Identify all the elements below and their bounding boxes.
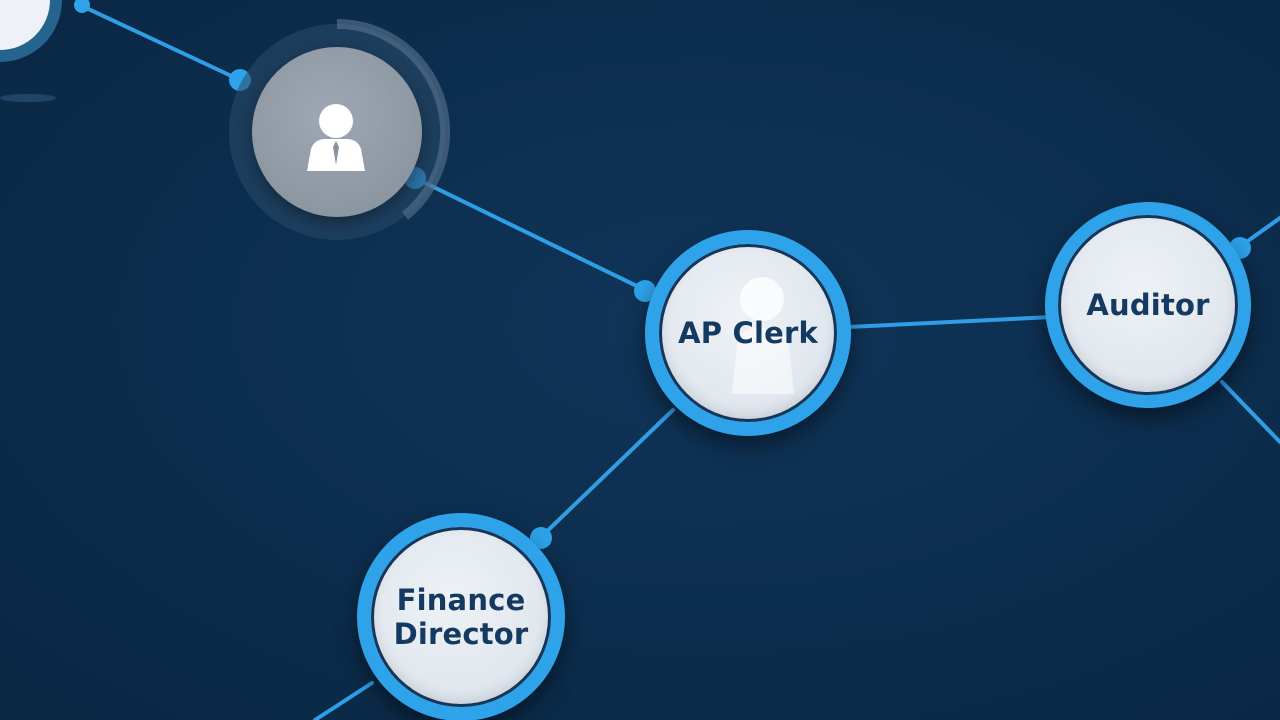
connector-dot bbox=[74, 0, 90, 13]
node-finance-director[interactable]: Finance Director bbox=[357, 513, 565, 720]
link-person-apclerk bbox=[413, 176, 647, 292]
node-ap-clerk[interactable]: AP Clerk bbox=[645, 230, 851, 436]
link-financedirector-offscreen bbox=[313, 681, 374, 720]
link-topleft-person bbox=[80, 4, 242, 82]
person-node[interactable] bbox=[252, 47, 422, 217]
node-label: AP Clerk bbox=[678, 316, 818, 350]
link-apclerk-auditor bbox=[846, 315, 1054, 329]
person-watermark-icon bbox=[732, 277, 794, 394]
link-apclerk-financedirector bbox=[538, 408, 675, 540]
blur-accent bbox=[0, 94, 56, 102]
node-label: Finance Director bbox=[393, 583, 529, 651]
node-label: Auditor bbox=[1086, 288, 1210, 322]
link-auditor-offscreen-bottom bbox=[1220, 380, 1280, 444]
partial-node-top-left bbox=[0, 0, 62, 62]
node-auditor[interactable]: Auditor bbox=[1045, 202, 1251, 408]
person-icon bbox=[307, 104, 365, 171]
connector-dot bbox=[229, 69, 251, 91]
